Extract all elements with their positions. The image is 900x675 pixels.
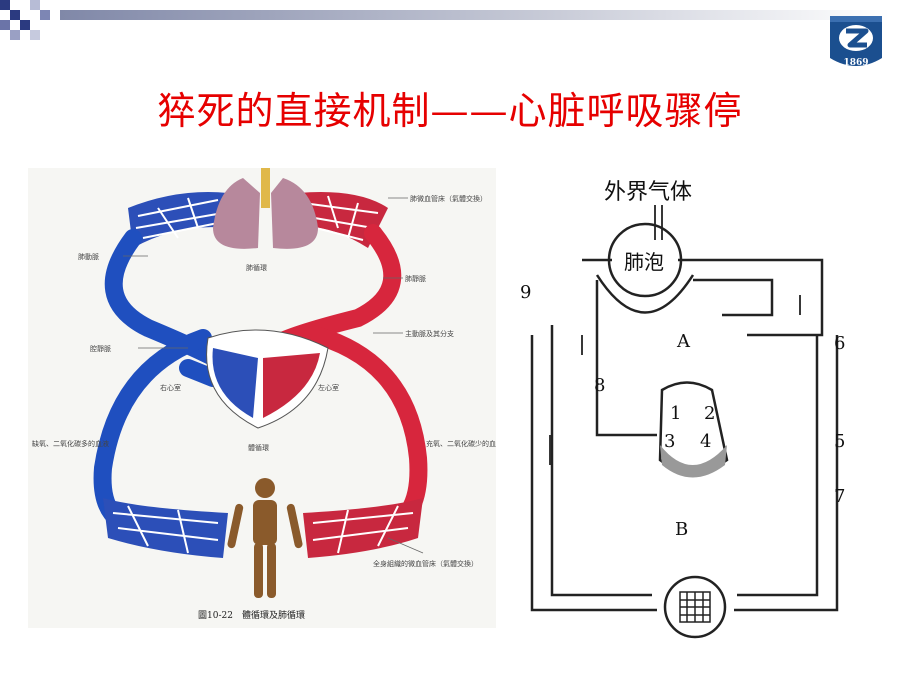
circulation-diagram: 肺微血管床（氣體交換） 肺動脈 肺循環 肺靜脈 腔靜脈 主動脈及其分支 右心室 …: [28, 168, 496, 628]
lungs-illustration: [213, 168, 318, 249]
slide-title: 猝死的直接机制——心脏呼吸骤停: [157, 89, 743, 133]
label-low-oxygen-blood: 缺氧、二氧化碳多的血液: [32, 439, 109, 448]
systemic-capillary-left: [103, 498, 228, 558]
number-6: 6: [834, 333, 845, 354]
number-1: 1: [670, 403, 681, 424]
outside-air-label: 外界气体: [604, 180, 692, 205]
human-figure-illustration: [227, 478, 303, 598]
flow-arrows: [549, 205, 818, 510]
letter-b: B: [675, 519, 688, 540]
number-4: 4: [700, 431, 711, 452]
label-pulmonary-capillary: 肺微血管床（氣體交換）: [410, 194, 487, 203]
figure-caption: 圖10-22 體循環及肺循環: [198, 609, 305, 621]
label-body-capillary: 全身組織的微血管床（氣體交換）: [373, 559, 478, 568]
number-2: 2: [704, 403, 715, 424]
logo-year: 1869: [843, 58, 869, 68]
number-3: 3: [664, 431, 675, 452]
heart-chambers: [658, 381, 729, 478]
label-systemic-circulation: 體循環: [248, 443, 269, 452]
number-5: 5: [834, 431, 845, 452]
logo-shield-icon: [830, 16, 882, 66]
label-aorta: 主動脈及其分支: [405, 329, 454, 338]
number-9: 9: [520, 282, 531, 303]
respiration-schematic: 外界气体 肺泡 A B 9 6 8 1 2 3 4 5 7: [512, 165, 872, 645]
pulmonary-capillary-left: [128, 192, 228, 248]
label-pulmonary-circulation: 肺循環: [246, 263, 267, 272]
label-leader-lines: [123, 197, 424, 554]
label-pulmonary-artery: 肺動脈: [78, 252, 99, 261]
label-right-ventricle: 右心室: [160, 383, 181, 392]
label-pulmonary-vein: 肺靜脈: [405, 274, 426, 283]
number-7: 7: [834, 486, 845, 507]
number-8: 8: [594, 375, 605, 396]
heart-illustration: [206, 329, 329, 429]
university-logo: 1869: [826, 12, 886, 72]
tissue-grid-icon: [679, 591, 711, 623]
letter-a: A: [676, 331, 691, 352]
header-decoration: [0, 0, 890, 40]
systemic-capillary-right: [303, 498, 423, 558]
label-left-ventricle: 左心室: [318, 383, 339, 392]
callout-numbers: 9 6 8 1 2 3 4 5 7: [520, 282, 845, 507]
schematic-vessels: [530, 222, 839, 639]
alveolus-label: 肺泡: [624, 250, 664, 274]
label-high-oxygen-blood: 充氧、二氧化碳少的血液: [426, 439, 496, 448]
label-vena-cava: 腔靜脈: [90, 344, 111, 353]
